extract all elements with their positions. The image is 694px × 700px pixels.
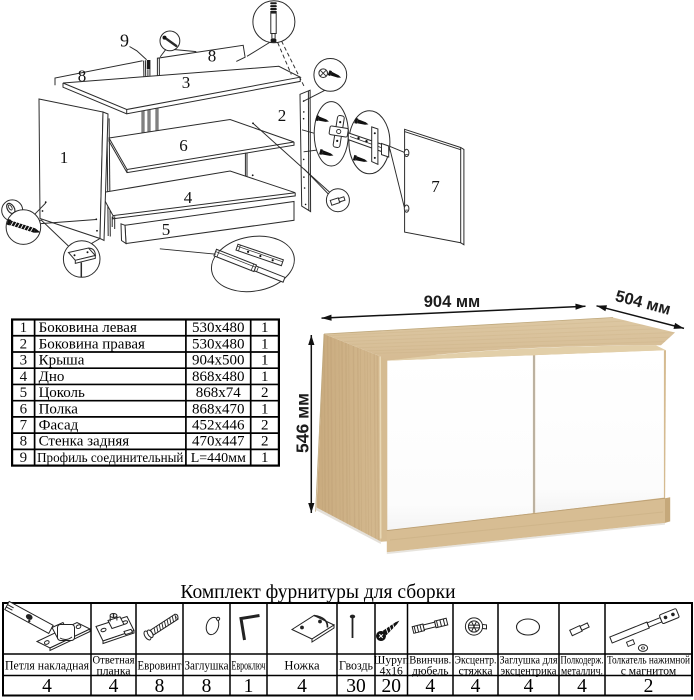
svg-text:4: 4 (577, 676, 587, 697)
svg-text:Полка: Полка (39, 401, 79, 417)
svg-text:Комплект фурнитуры для сборки: Комплект фурнитуры для сборки (180, 582, 455, 603)
svg-text:Стенка задняя: Стенка задняя (39, 434, 130, 450)
svg-text:4х16: 4х16 (380, 665, 403, 678)
svg-text:1: 1 (20, 320, 28, 336)
svg-text:8: 8 (20, 434, 28, 450)
svg-text:1: 1 (60, 148, 69, 167)
svg-text:3: 3 (182, 73, 191, 92)
svg-text:1: 1 (261, 369, 269, 385)
svg-text:4: 4 (20, 369, 28, 385)
svg-text:Ответная: Ответная (93, 654, 136, 667)
svg-text:20: 20 (382, 676, 402, 697)
svg-text:Фасад: Фасад (39, 418, 79, 434)
svg-text:2: 2 (644, 676, 654, 697)
svg-text:Полкодерж.: Полкодерж. (561, 654, 604, 667)
svg-text:9: 9 (120, 31, 129, 51)
svg-text:4: 4 (471, 676, 481, 697)
svg-text:1: 1 (261, 320, 269, 336)
svg-text:8: 8 (202, 676, 212, 697)
svg-text:Евровинт: Евровинт (138, 658, 182, 672)
svg-text:2: 2 (261, 434, 269, 450)
svg-text:8: 8 (78, 67, 87, 86)
svg-text:4: 4 (184, 188, 193, 207)
svg-text:Цоколь: Цоколь (39, 385, 85, 401)
svg-text:7: 7 (431, 177, 440, 196)
svg-text:530х480: 530х480 (192, 320, 245, 336)
svg-text:2: 2 (20, 336, 28, 352)
svg-text:Профиль соединительный: Профиль соединительный (37, 450, 183, 465)
svg-text:металлич.: металлич. (561, 665, 603, 678)
svg-text:9: 9 (20, 450, 28, 466)
svg-text:904 мм: 904 мм (424, 293, 481, 311)
svg-text:Шуруп: Шуруп (374, 654, 409, 667)
svg-text:с магнитом: с магнитом (621, 665, 677, 678)
svg-text:Ввинчив.: Ввинчив. (409, 654, 451, 667)
svg-text:5: 5 (20, 385, 28, 401)
svg-text:4: 4 (524, 676, 534, 697)
svg-text:L=440мм: L=440мм (191, 451, 246, 466)
svg-text:2: 2 (278, 106, 287, 125)
svg-text:6: 6 (179, 136, 188, 155)
svg-text:дюбель: дюбель (412, 665, 449, 678)
svg-text:Заглушка для: Заглушка для (500, 654, 559, 667)
svg-text:1: 1 (261, 450, 269, 466)
svg-text:Ножка: Ножка (284, 658, 320, 672)
svg-text:Толкатель нажимной: Толкатель нажимной (607, 654, 690, 667)
svg-text:стяжка: стяжка (458, 665, 492, 678)
svg-text:планка: планка (97, 665, 131, 678)
svg-text:Боковина правая: Боковина правая (39, 336, 145, 352)
svg-text:Гвоздь: Гвоздь (339, 658, 373, 672)
svg-text:Петля накладная: Петля накладная (5, 658, 89, 672)
svg-text:4: 4 (425, 676, 435, 697)
svg-text:Крыша: Крыша (39, 353, 85, 369)
svg-text:Эксцентр.: Эксцентр. (455, 654, 497, 667)
svg-text:1: 1 (244, 676, 254, 697)
svg-text:868х470: 868х470 (192, 401, 245, 417)
svg-text:30: 30 (346, 676, 366, 697)
svg-text:2: 2 (261, 418, 269, 434)
svg-text:1: 1 (261, 336, 269, 352)
svg-text:2: 2 (261, 385, 269, 401)
svg-text:530х480: 530х480 (192, 336, 245, 352)
svg-text:4: 4 (109, 676, 119, 697)
svg-text:8: 8 (155, 676, 165, 697)
svg-text:Евроключ: Евроключ (232, 658, 266, 672)
svg-text:6: 6 (20, 401, 28, 417)
svg-text:1: 1 (261, 353, 269, 369)
svg-text:1: 1 (261, 401, 269, 417)
svg-text:Заглушка: Заглушка (185, 658, 229, 672)
svg-text:904х500: 904х500 (192, 353, 245, 369)
svg-text:546 мм: 546 мм (293, 393, 313, 453)
svg-text:4: 4 (297, 676, 307, 697)
svg-text:3: 3 (20, 353, 28, 369)
svg-text:8: 8 (208, 47, 217, 66)
svg-text:5: 5 (162, 220, 171, 239)
svg-text:868х480: 868х480 (192, 369, 245, 385)
svg-text:470х447: 470х447 (192, 434, 245, 450)
svg-text:эксцентрика: эксцентрика (501, 665, 557, 678)
svg-text:868х74: 868х74 (196, 385, 242, 401)
svg-text:452х446: 452х446 (192, 418, 245, 434)
svg-text:7: 7 (20, 418, 28, 434)
svg-text:Дно: Дно (39, 369, 65, 385)
svg-text:Боковина левая: Боковина левая (39, 320, 137, 336)
svg-text:4: 4 (42, 676, 52, 697)
